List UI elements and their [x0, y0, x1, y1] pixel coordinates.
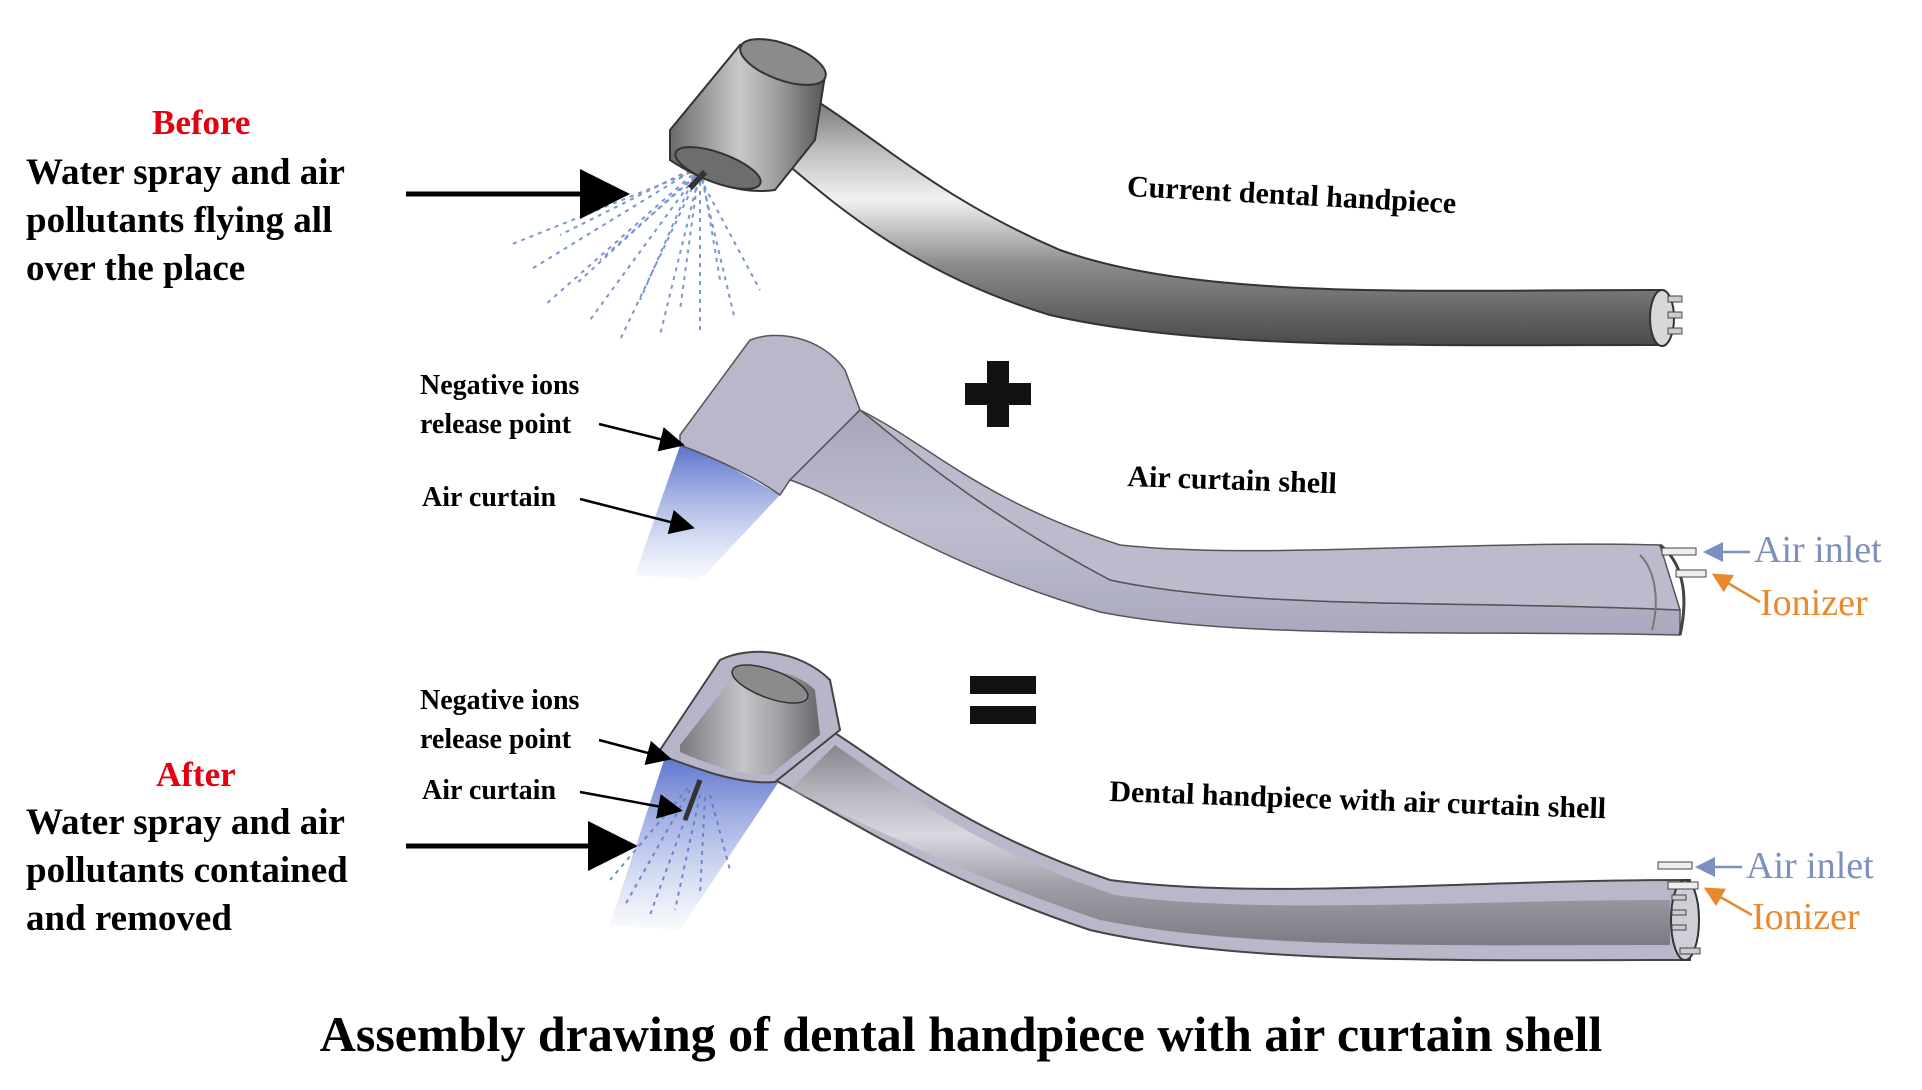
water-spray [509, 169, 761, 341]
air-inlet-label-bottom: Air inlet [1746, 845, 1874, 887]
air-curtain-label-bottom: Air curtain [422, 775, 557, 806]
after-line-1: Water spray and air [26, 802, 345, 843]
combined-handpiece [609, 650, 1701, 962]
air-curtain-pointer-mid [579, 497, 695, 535]
neg-ions-label-mid-1: Negative ions [420, 370, 580, 401]
equals-sign [970, 676, 1036, 724]
neg-ions-pointer-bottom [598, 738, 672, 765]
air-curtain-pointer-bottom [579, 790, 683, 819]
neg-ions-label-mid-2: release point [420, 409, 572, 440]
air-curtain-label-mid: Air curtain [422, 482, 557, 513]
after-line-2: pollutants contained [26, 850, 348, 891]
ionizer-pointer-bottom [1703, 887, 1753, 917]
ionizer-label-mid: Ionizer [1760, 582, 1868, 624]
before-line-3: over the place [26, 248, 246, 289]
air-curtain-shell-label: Air curtain shell [1126, 460, 1338, 501]
neg-ions-pointer-mid [598, 422, 685, 452]
figure-title: Assembly drawing of dental handpiece wit… [319, 1006, 1603, 1062]
ionizer-label-bottom: Ionizer [1752, 896, 1860, 938]
air-curtain-shell [635, 334, 1707, 636]
after-heading: After [156, 755, 236, 794]
neg-ions-label-bottom-1: Negative ions [420, 685, 580, 716]
current-handpiece [509, 38, 1683, 347]
before-line-2: pollutants flying all [26, 200, 333, 241]
before-line-1: Water spray and air [26, 152, 345, 193]
air-inlet-label-mid: Air inlet [1754, 529, 1882, 571]
before-heading: Before [152, 103, 251, 142]
neg-ions-label-bottom-2: release point [420, 724, 572, 755]
after-line-3: and removed [26, 898, 232, 939]
plus-sign [965, 361, 1031, 427]
ionizer-pointer-mid [1711, 573, 1761, 604]
